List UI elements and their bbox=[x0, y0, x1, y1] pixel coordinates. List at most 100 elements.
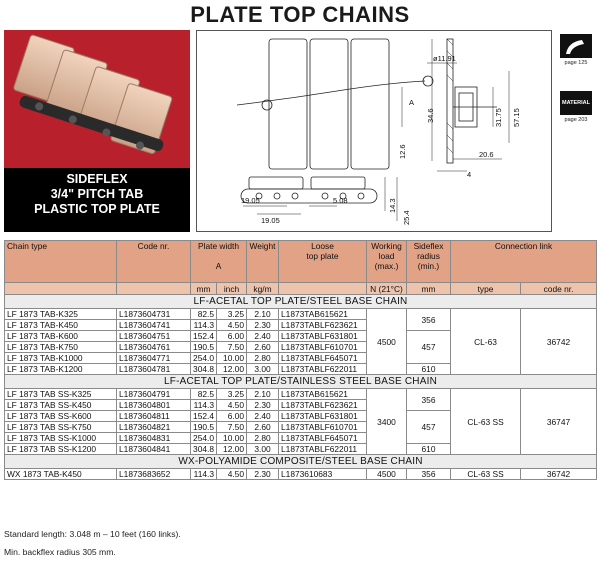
cell-weight: 3.00 bbox=[246, 363, 279, 375]
section-title: LF-ACETAL TOP PLATE/STEEL BASE CHAIN bbox=[3, 294, 598, 309]
table-row: LF 1873 TAB-K600 L1873604751 152.4 6.00 … bbox=[4, 330, 597, 364]
spec-table: Chain type Code nr. Plate width A Weight… bbox=[3, 240, 598, 480]
cell-weight: 2.30 bbox=[246, 399, 279, 411]
cell-radius: 610 bbox=[406, 443, 451, 455]
cell-code: L1873683652 bbox=[116, 468, 191, 480]
cell-chain-type: LF 1873 TAB-K600 bbox=[4, 330, 117, 342]
cell-code: L1873604731 bbox=[116, 308, 191, 320]
dim-a: A bbox=[409, 98, 414, 107]
chain-photo-illustration bbox=[13, 34, 173, 154]
cell-chain-type: LF 1873 TAB SS-K750 bbox=[4, 421, 117, 433]
cell-radius: 356 bbox=[406, 388, 451, 411]
cell-inch: 4.50 bbox=[216, 319, 247, 331]
sideflex-icon-block: page 125 bbox=[560, 34, 592, 66]
dim-20-6: 20.6 bbox=[479, 150, 494, 159]
cell-working-load: 4500 bbox=[366, 468, 407, 480]
cell-chain-type: LF 1873 TAB SS-K325 bbox=[4, 388, 117, 400]
cell-mm: 304.8 bbox=[190, 363, 217, 375]
cell-code: L1873604841 bbox=[116, 443, 191, 455]
cell-chain-type: LF 1873 TAB-K750 bbox=[4, 341, 117, 353]
dim-19-05-b: 19.05 bbox=[261, 216, 280, 225]
sideflex-line-2: radius bbox=[417, 251, 440, 261]
dim-pin-diameter: ø11.91 bbox=[433, 54, 456, 63]
cell-inch: 4.50 bbox=[216, 468, 247, 480]
cell-inch: 6.00 bbox=[216, 410, 247, 422]
sideflex-icon-page: page 125 bbox=[564, 60, 588, 66]
cell-inch: 4.50 bbox=[216, 399, 247, 411]
cell-inch: 7.50 bbox=[216, 421, 247, 433]
col-weight: Weight bbox=[246, 240, 279, 283]
unit-inch: inch bbox=[216, 282, 247, 295]
cell-radius: 457 bbox=[406, 410, 451, 444]
cell-weight: 2.40 bbox=[246, 410, 279, 422]
section-title: LF-ACETAL TOP PLATE/STAINLESS STEEL BASE… bbox=[3, 374, 598, 389]
cell-loose-plate: L1873TABLF623621 bbox=[278, 319, 367, 331]
cell-loose-plate: L1873TABLF623621 bbox=[278, 399, 367, 411]
dim-12-6: 12.6 bbox=[398, 144, 407, 159]
cell-conn-type: CL-63 SS bbox=[450, 468, 521, 480]
cell-loose-plate: L1873TABLF631801 bbox=[278, 330, 367, 342]
cell-chain-type: LF 1873 TAB-K450 bbox=[4, 319, 117, 331]
cell-weight: 2.60 bbox=[246, 341, 279, 353]
cell-working-load: 3400 bbox=[366, 388, 407, 455]
cell-code: L1873604781 bbox=[116, 363, 191, 375]
cell-inch: 10.00 bbox=[216, 352, 247, 364]
cell-chain-type: LF 1873 TAB SS-K450 bbox=[4, 399, 117, 411]
cell-code: L1873604751 bbox=[116, 330, 191, 342]
cell-loose-plate: L1873TAB615621 bbox=[278, 388, 367, 400]
note-backflex: Min. backflex radius 305 mm. bbox=[4, 547, 116, 557]
cell-chain-type: LF 1873 TAB SS-K1000 bbox=[4, 432, 117, 444]
dim-19-05-a: 19.05 bbox=[241, 196, 260, 205]
col-loose-plate: Loose top plate bbox=[278, 240, 367, 283]
cell-mm: 254.0 bbox=[190, 432, 217, 444]
cell-radius: 457 bbox=[406, 330, 451, 364]
table-unit-row: mm inch kg/m N (21°C) mm type code nr. bbox=[4, 282, 598, 295]
technical-drawing: ø11.91 A 34.6 12.6 31.75 57.15 20.6 4 19… bbox=[196, 30, 552, 232]
cell-weight: 3.00 bbox=[246, 443, 279, 455]
working-load-line-1: Working bbox=[371, 241, 402, 252]
dim-4: 4 bbox=[467, 170, 471, 179]
loose-plate-line-1: Loose bbox=[311, 241, 334, 252]
dim-5-08: 5.08 bbox=[333, 196, 348, 205]
cell-mm: 82.5 bbox=[190, 308, 217, 320]
cell-chain-type: LF 1873 TAB-K1000 bbox=[4, 352, 117, 364]
cell-chain-type: LF 1873 TAB-K325 bbox=[4, 308, 117, 320]
cell-weight: 2.80 bbox=[246, 352, 279, 364]
cell-code: L1873604821 bbox=[116, 421, 191, 433]
cell-weight: 2.80 bbox=[246, 432, 279, 444]
cell-working-load: 4500 bbox=[366, 308, 407, 375]
cell-weight: 2.10 bbox=[246, 388, 279, 400]
cell-conn-code: 36742 bbox=[519, 468, 598, 480]
col-connection-link: Connection link bbox=[449, 240, 598, 283]
cell-code: L1873604741 bbox=[116, 319, 191, 331]
unit-radius-mm: mm bbox=[406, 282, 451, 295]
cell-mm: 190.5 bbox=[190, 421, 217, 433]
cell-mm: 82.5 bbox=[190, 388, 217, 400]
cell-chain-type: WX 1873 TAB-K450 bbox=[4, 468, 117, 480]
cell-weight: 2.10 bbox=[246, 308, 279, 320]
cell-radius: 610 bbox=[406, 363, 451, 375]
cell-mm: 114.3 bbox=[190, 468, 217, 480]
material-icon-page: page 203 bbox=[564, 117, 588, 123]
cell-inch: 10.00 bbox=[216, 432, 247, 444]
sideflex-line-3: (min.) bbox=[417, 261, 440, 271]
unit-kgm: kg/m bbox=[246, 282, 279, 295]
cell-mm: 114.3 bbox=[190, 319, 217, 331]
working-load-line-3: (max.) bbox=[374, 261, 399, 271]
cell-inch: 12.00 bbox=[216, 363, 247, 375]
cell-radius: 356 bbox=[406, 308, 451, 331]
material-icon: MATERIAL bbox=[560, 91, 592, 115]
loose-plate-line-2: top plate bbox=[306, 251, 339, 261]
unit-load: N (21°C) bbox=[366, 282, 407, 295]
cell-code: L1873604801 bbox=[116, 399, 191, 411]
cell-loose-plate: L1873TAB615621 bbox=[278, 308, 367, 320]
page-title: PLATE TOP CHAINS bbox=[190, 2, 410, 27]
cell-code: L1873604761 bbox=[116, 341, 191, 353]
cell-loose-plate: L1873TABLF645071 bbox=[278, 352, 367, 364]
table-row: LF 1873 TAB SS-K325 L1873604791 82.5 3.2… bbox=[4, 388, 598, 455]
caption-line-3: PLASTIC TOP PLATE bbox=[34, 202, 160, 216]
table-row: LF 1873 TAB-K450 L1873604741 114.3 4.50 … bbox=[4, 319, 597, 331]
cell-inch: 3.25 bbox=[216, 388, 247, 400]
dim-34-6: 34.6 bbox=[426, 108, 435, 123]
dim-31-75: 31.75 bbox=[494, 108, 503, 127]
